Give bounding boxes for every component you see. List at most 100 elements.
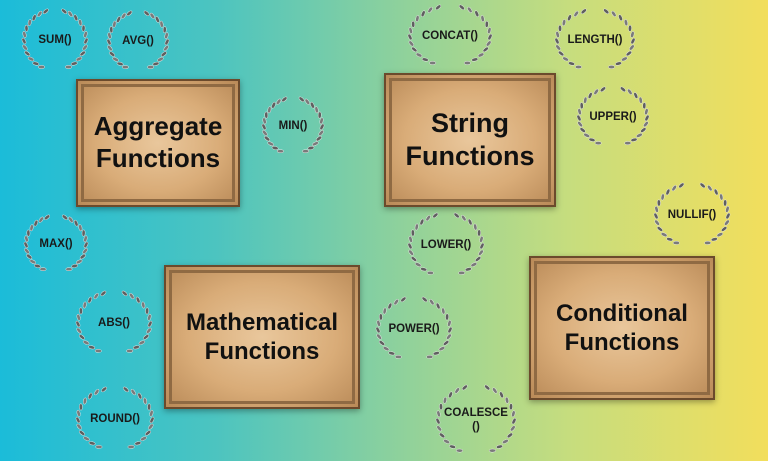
laurel-leaf — [630, 31, 635, 38]
laurel-leaf — [127, 445, 135, 449]
laurel-leaf — [643, 121, 649, 128]
laurel-leaf — [76, 313, 81, 321]
laurel-leaf — [562, 19, 566, 27]
wreath-round: ROUND() — [75, 386, 155, 452]
laurel-leaf — [716, 232, 724, 237]
laurel-leaf — [558, 24, 562, 32]
wreath-min: MIN() — [261, 96, 325, 156]
laurel-leaf — [710, 237, 718, 242]
laurel-leaf — [487, 27, 492, 34]
laurel-leaf — [147, 403, 151, 411]
laurel-leaf — [107, 32, 112, 40]
laurel-leaf — [83, 37, 89, 45]
laurel-leaf — [163, 45, 169, 52]
laurel-leaf — [81, 229, 86, 237]
laurel-leaf — [678, 182, 685, 189]
laurel-leaf — [653, 212, 659, 220]
laurel-leaf — [276, 98, 282, 105]
card-conditional-functions: Conditional Functions — [529, 256, 715, 400]
laurel-leaf — [116, 61, 124, 66]
laurel-leaf — [461, 384, 468, 391]
laurel-leaf — [67, 10, 73, 17]
laurel-leaf — [445, 313, 449, 321]
laurel-leaf — [27, 19, 32, 27]
laurel-leaf — [382, 346, 390, 351]
laurel-leaf — [435, 302, 441, 310]
laurel-leaf — [436, 410, 441, 418]
laurel-leaf — [388, 351, 396, 356]
laurel-leaf — [264, 136, 271, 142]
laurel-leaf — [421, 296, 428, 303]
laurel-leaf — [579, 102, 584, 110]
laurel-leaf — [458, 4, 465, 11]
laurel-leaf — [379, 313, 383, 321]
laurel-leaf — [79, 50, 86, 57]
laurel-leaf — [38, 65, 45, 69]
laurel-leaf — [562, 56, 569, 62]
laurel-leaf — [475, 256, 482, 262]
laurel-leaf — [106, 38, 112, 46]
laurel-leaf — [159, 20, 164, 28]
wreath-nullif: NULLIF() — [653, 182, 731, 248]
laurel-leaf — [502, 439, 509, 444]
laurel-leaf — [456, 448, 463, 453]
laurel-leaf — [134, 441, 142, 446]
laurel-leaf — [487, 33, 493, 41]
laurel-leaf — [137, 392, 142, 400]
laurel-leaf — [443, 340, 450, 346]
laurel-leaf — [486, 40, 492, 47]
laurel-leaf — [157, 57, 164, 62]
laurel-leaf — [394, 355, 402, 359]
laurel-leaf — [149, 12, 155, 19]
laurel-leaf — [298, 96, 305, 103]
laurel-leaf — [630, 137, 638, 142]
laurel-leaf — [281, 96, 288, 103]
laurel-leaf — [421, 57, 429, 62]
laurel-leaf — [657, 199, 661, 207]
laurel-leaf — [458, 271, 466, 275]
laurel-leaf — [126, 349, 134, 353]
laurel-leaf — [625, 50, 632, 57]
laurel-leaf — [644, 114, 650, 122]
laurel-leaf — [628, 24, 632, 32]
laurel-leaf — [75, 416, 81, 424]
laurel-leaf — [511, 417, 517, 425]
function-label-max: MAX() — [39, 237, 73, 250]
laurel-leaf — [29, 224, 34, 232]
laurel-leaf — [143, 397, 148, 405]
laurel-leaf — [76, 409, 81, 417]
laurel-leaf — [42, 8, 49, 15]
laurel-leaf — [94, 389, 100, 396]
laurel-wreath-icon — [106, 10, 170, 69]
laurel-leaf — [414, 223, 419, 231]
laurel-leaf — [387, 302, 393, 310]
laurel-leaf — [420, 267, 428, 272]
laurel-leaf — [70, 61, 78, 66]
laurel-leaf — [81, 24, 86, 32]
laurel-leaf — [414, 262, 422, 267]
laurel-leaf — [310, 101, 315, 109]
laurel-leaf — [78, 19, 83, 27]
laurel-leaf — [411, 20, 416, 28]
laurel-leaf — [24, 50, 31, 57]
laurel-leaf — [441, 307, 446, 315]
laurel-leaf — [83, 235, 88, 243]
laurel-leaf — [467, 218, 473, 226]
laurel-leaf — [477, 52, 485, 58]
laurel-leaf — [29, 259, 37, 264]
function-label-coalesce-line2: () — [472, 421, 480, 433]
laurel-leaf — [672, 241, 680, 245]
laurel-leaf — [419, 218, 425, 226]
laurel-leaf — [82, 340, 90, 345]
laurel-leaf — [408, 235, 413, 243]
wreath-sum: SUM() — [21, 8, 89, 72]
laurel-leaf — [484, 20, 489, 28]
laurel-leaf — [130, 389, 136, 396]
laurel-leaf — [88, 392, 93, 400]
laurel-leaf — [62, 214, 68, 221]
laurel-leaf — [429, 299, 435, 306]
wreath-coalesce: COALESCE () — [435, 384, 517, 456]
laurel-leaf — [88, 441, 96, 446]
laurel-wreath-icon — [261, 96, 325, 154]
card-title-line2: Functions — [204, 338, 320, 365]
